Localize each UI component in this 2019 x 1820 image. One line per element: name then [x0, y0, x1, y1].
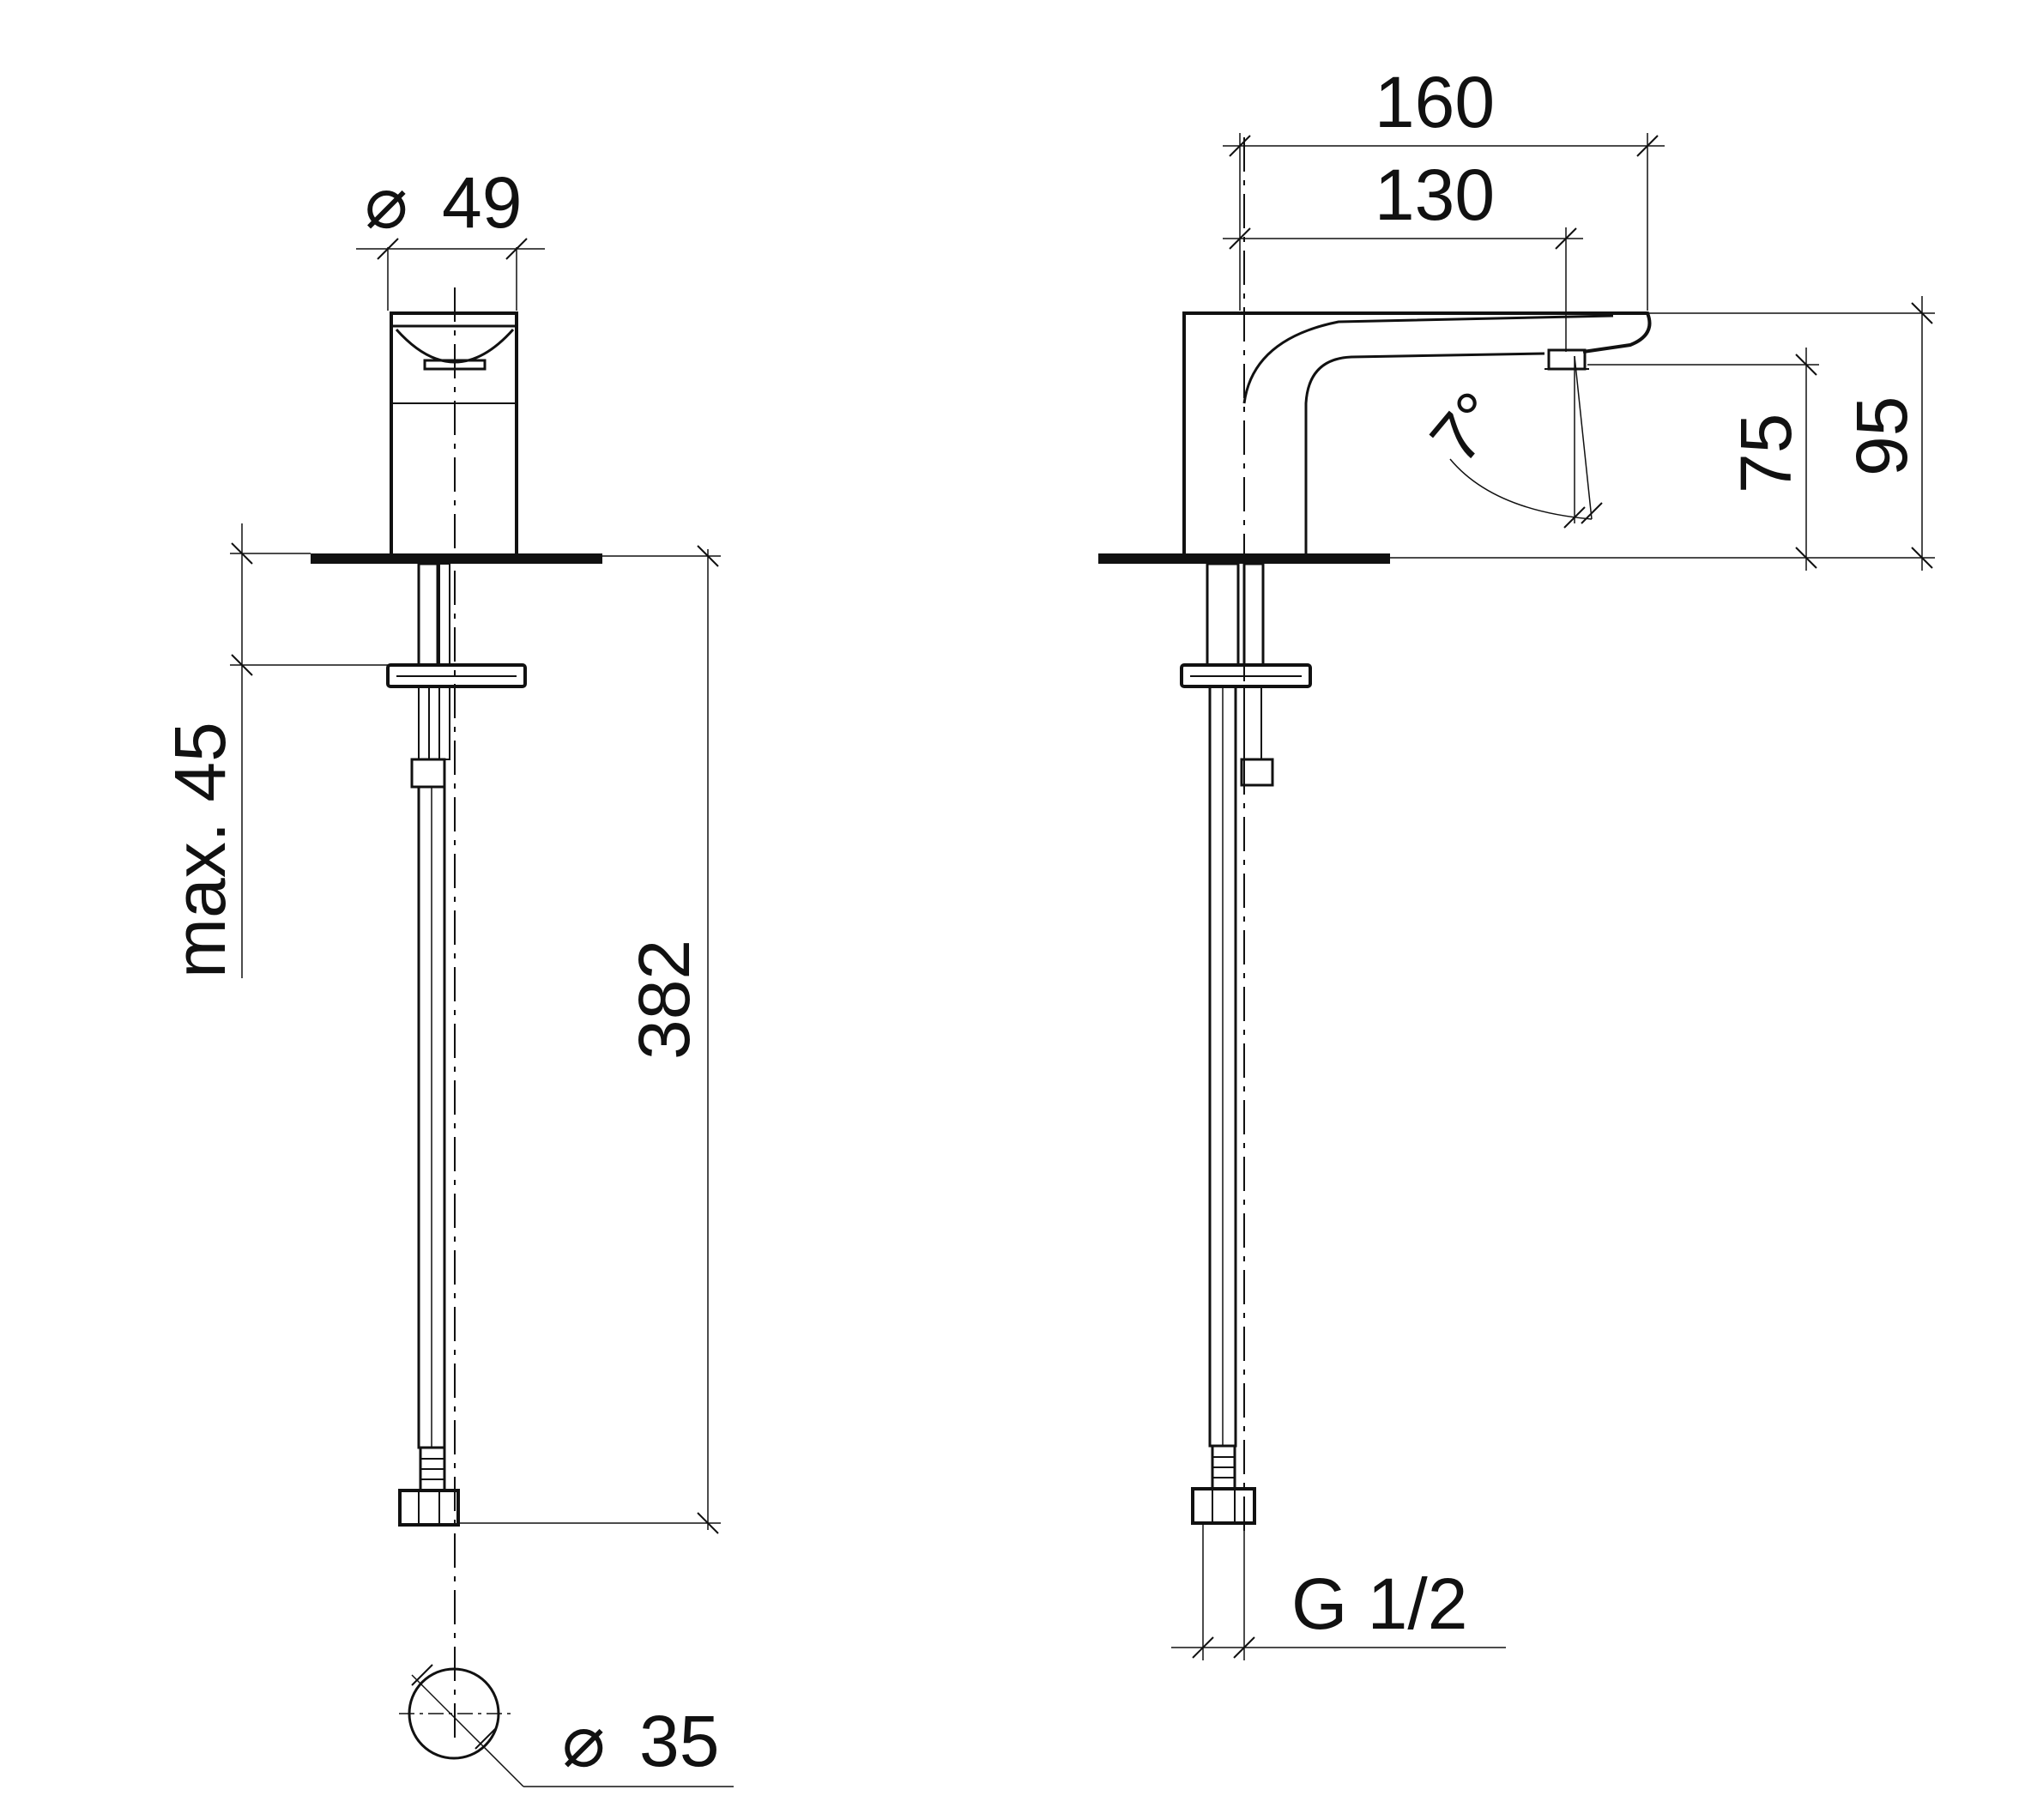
dim-hose-length: 382 — [458, 545, 721, 1534]
hose-length-value: 382 — [624, 940, 704, 1060]
front-supply-hose — [398, 686, 460, 1527]
dim-spout-angle: 7° — [1416, 355, 1603, 529]
dim-connection-thread: G 1/2 — [1171, 1523, 1506, 1660]
side-threaded-shank — [1206, 562, 1265, 667]
front-view: ⌀ 49 max. 45 382 — [160, 162, 734, 1787]
side-fixing-washer — [1180, 663, 1312, 688]
overall-height-value: 95 — [1841, 396, 1922, 476]
side-deck-plate — [1098, 553, 1390, 564]
side-supply-hose — [1191, 685, 1274, 1525]
side-faucet-body — [1182, 311, 1652, 556]
front-fixing-washer — [386, 663, 527, 688]
spout-angle-value: 7° — [1416, 378, 1516, 477]
hole-diameter-symbol: ⌀ — [562, 1701, 606, 1781]
dim-body-diameter: ⌀ 49 — [356, 162, 545, 311]
outlet-height-value: 75 — [1726, 414, 1806, 493]
dim-outlet-height: 75 — [1390, 348, 1819, 571]
dim-overall-height: 95 — [1647, 296, 1935, 571]
front-threaded-shank — [417, 562, 450, 667]
spout-reach-value: 130 — [1375, 154, 1495, 235]
connection-thread-label: G 1/2 — [1291, 1563, 1467, 1644]
overall-projection-value: 160 — [1375, 62, 1495, 142]
front-diameter-symbol: ⌀ — [365, 162, 408, 243]
hole-diameter-value: 35 — [639, 1701, 719, 1781]
front-deck-plate — [311, 553, 602, 564]
dim-hole-diameter: ⌀ 35 — [399, 1664, 734, 1787]
front-diameter-value: 49 — [442, 162, 522, 243]
deck-thickness-label: max. 45 — [160, 722, 240, 978]
dim-spout-reach: 130 — [1223, 154, 1583, 352]
dim-overall-projection: 160 — [1223, 62, 1665, 311]
side-view: 160 130 7° 75 — [1098, 62, 1935, 1660]
dim-deck-thickness: max. 45 — [160, 523, 388, 978]
